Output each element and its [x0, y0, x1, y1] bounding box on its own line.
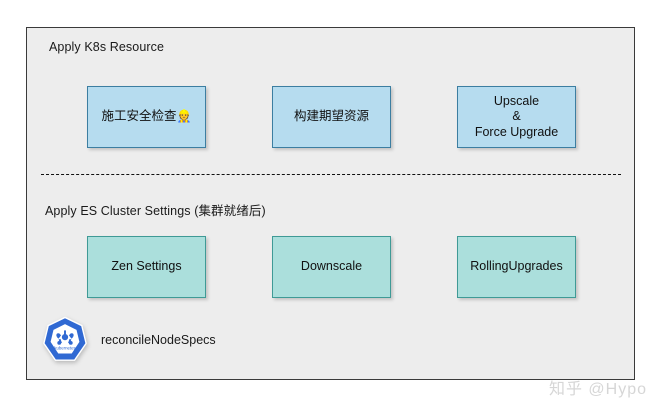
footer-caption: reconcileNodeSpecs	[101, 333, 216, 347]
section-divider	[41, 174, 621, 175]
node-upscale-line-1: Upscale	[493, 93, 540, 108]
node-zen-settings-label: Zen Settings	[111, 259, 182, 274]
construction-worker-icon: 👷	[176, 109, 192, 124]
footer-row: kubernetes reconcileNodeSpecs	[41, 316, 216, 364]
node-downscale-label: Downscale	[300, 259, 363, 274]
node-rolling-upgrades-label: RollingUpgrades	[470, 259, 563, 274]
node-zen-settings[interactable]: Zen Settings	[87, 236, 206, 298]
node-rolling-upgrades[interactable]: RollingUpgrades	[457, 236, 576, 298]
node-upscale-force-upgrade-label: Upscale & Force Upgrade	[471, 94, 562, 141]
node-upscale-line-3: Force Upgrade	[474, 124, 559, 139]
node-build-expected-resource-label: 构建期望资源	[293, 109, 369, 124]
node-safety-check[interactable]: 施工安全检查👷	[87, 86, 206, 148]
node-downscale[interactable]: Downscale	[272, 236, 391, 298]
kubernetes-logo-icon: kubernetes	[41, 316, 89, 364]
node-upscale-line-2: &	[512, 109, 521, 124]
node-build-expected-resource[interactable]: 构建期望资源	[272, 86, 391, 148]
node-safety-check-text: 施工安全检查	[101, 109, 177, 124]
section-title-apply-k8s-resource: Apply K8s Resource	[49, 40, 165, 54]
svg-text:kubernetes: kubernetes	[54, 346, 75, 351]
node-safety-check-label: 施工安全检查👷	[98, 109, 196, 125]
section-title-apply-es-cluster-settings: Apply ES Cluster Settings (集群就绪后)	[45, 204, 266, 218]
diagram-container: Apply K8s Resource 施工安全检查👷 构建期望资源 Upscal…	[26, 27, 635, 380]
node-upscale-force-upgrade[interactable]: Upscale & Force Upgrade	[457, 86, 576, 148]
